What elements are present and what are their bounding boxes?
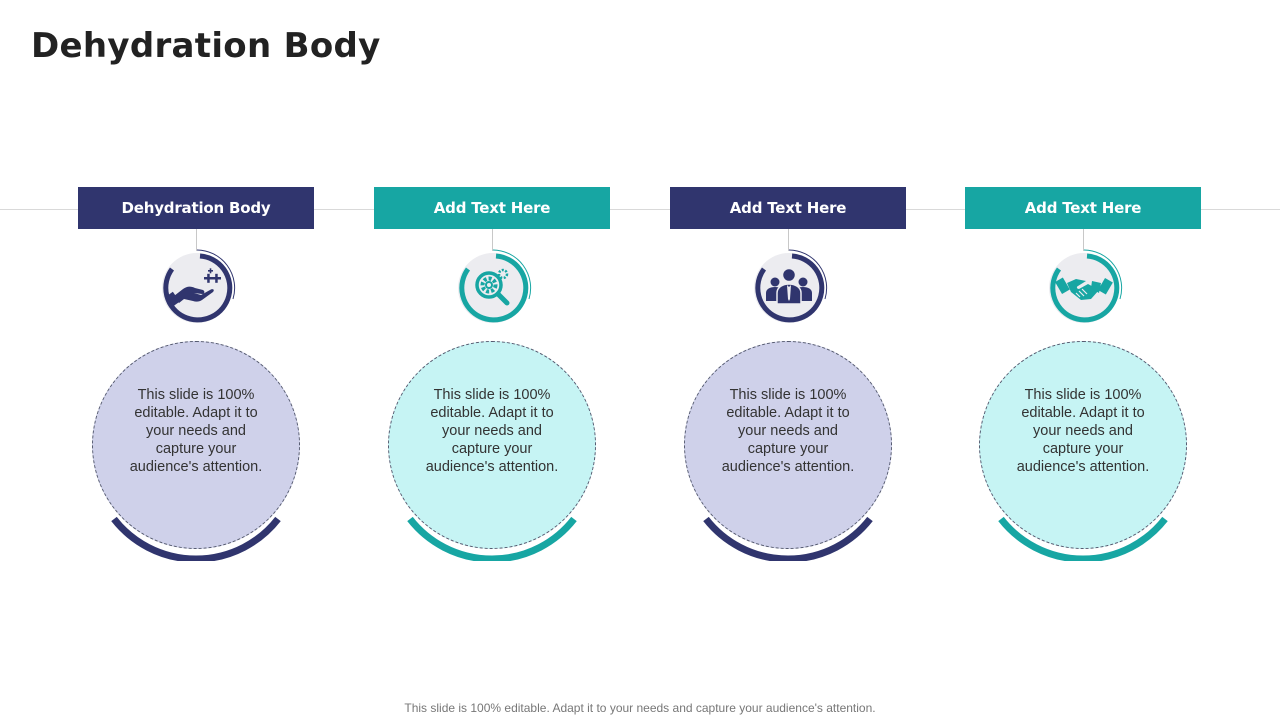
column-header-label: Add Text Here [729,199,847,217]
team-icon [750,249,828,327]
description-text: This slide is 100% editable. Adapt it to… [1016,387,1150,475]
gear-search-icon [454,249,532,327]
connector-line [492,229,493,251]
column-3: Add Text Here This slide is 100% editabl… [670,187,906,567]
connector-line [788,229,789,251]
column-header-label: Add Text Here [1024,199,1142,217]
description-text: This slide is 100% editable. Adapt it to… [129,387,263,475]
handshake-icon [1045,249,1123,327]
column-header-label: Dehydration Body [121,199,271,217]
description-text: This slide is 100% editable. Adapt it to… [425,387,559,475]
description-bubble: This slide is 100% editable. Adapt it to… [684,341,892,549]
column-1: Dehydration Body This slide is 100% edit… [78,187,314,567]
column-2: Add Text Here This slide is 100% editabl… [374,187,610,567]
footer-note: This slide is 100% editable. Adapt it to… [404,701,876,715]
description-bubble: This slide is 100% editable. Adapt it to… [388,341,596,549]
column-header[interactable]: Add Text Here [374,187,610,229]
column-header[interactable]: Dehydration Body [78,187,314,229]
column-4: Add Text Here This slide is 100% editabl… [965,187,1201,567]
column-header-label: Add Text Here [433,199,551,217]
column-header[interactable]: Add Text Here [965,187,1201,229]
page-title: Dehydration Body [31,26,381,66]
column-header[interactable]: Add Text Here [670,187,906,229]
description-bubble: This slide is 100% editable. Adapt it to… [92,341,300,549]
connector-line [196,229,197,251]
description-text: This slide is 100% editable. Adapt it to… [721,387,855,475]
description-bubble: This slide is 100% editable. Adapt it to… [979,341,1187,549]
hand-with-sparkles-icon [158,249,236,327]
timeline-divider [0,209,1280,210]
connector-line [1083,229,1084,251]
